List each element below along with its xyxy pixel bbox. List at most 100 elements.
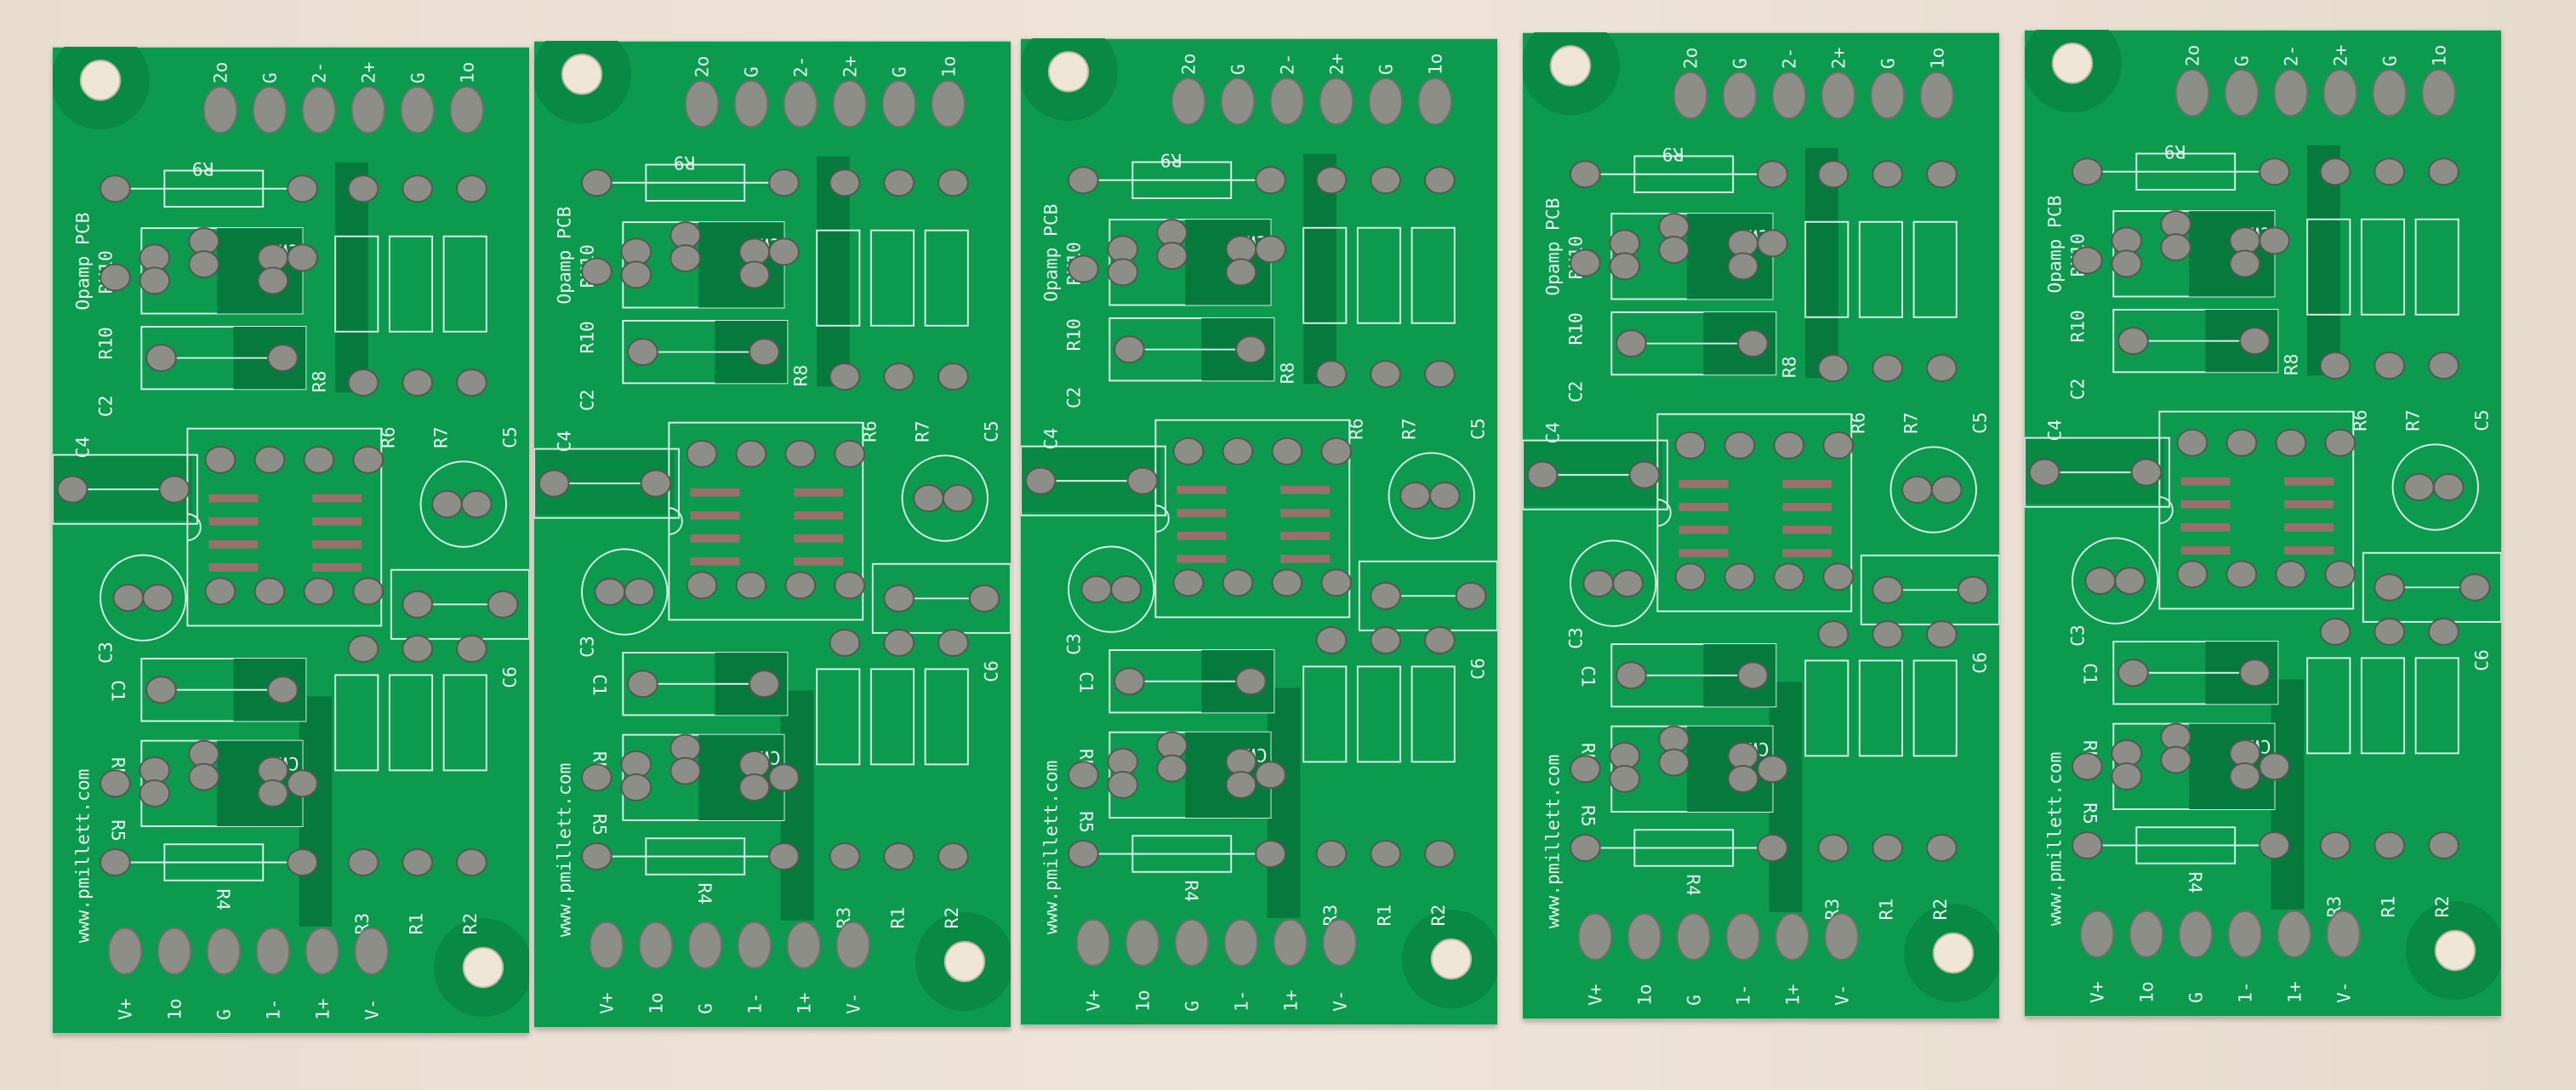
silk-label: C5: [1970, 412, 1992, 434]
solder-pad: [1271, 437, 1303, 465]
silk-label: R1: [406, 913, 427, 935]
smd-pad: [690, 511, 740, 520]
silk-label: R4: [212, 888, 233, 910]
mounting-hole: [462, 946, 504, 989]
solder-pad: [1674, 431, 1707, 459]
solder-pad: [347, 368, 379, 397]
solder-pad: [686, 439, 718, 468]
silk-label: R1: [887, 907, 909, 929]
header-pin: [1676, 912, 1712, 961]
solder-pad: [2428, 831, 2459, 859]
solder-pad: [829, 362, 861, 391]
silk-label: R7: [430, 426, 452, 448]
header-pin: [1220, 77, 1256, 126]
pin-label: 2-: [2282, 45, 2303, 67]
solder-pad: [1817, 354, 1849, 383]
solder-pad: [100, 263, 131, 292]
solder-pad: [456, 368, 487, 397]
solder-pad: [100, 769, 131, 798]
solder-pad: [1235, 667, 1267, 696]
solder-pad: [784, 439, 817, 468]
silk-label: R2: [1428, 905, 1450, 927]
solder-pad: [1582, 569, 1615, 597]
smd-pad: [1280, 485, 1331, 494]
solder-pad: [1724, 431, 1756, 459]
smd-pad: [312, 540, 362, 549]
smd-pad: [208, 563, 259, 572]
solder-pad: [1455, 581, 1487, 610]
mounting-hole: [1047, 51, 1090, 93]
silk-label: C1: [1075, 671, 1097, 693]
solder-pad: [402, 635, 434, 663]
pin-label: 1o: [1425, 54, 1446, 76]
pin-label: G: [407, 72, 429, 83]
header-pin: [1870, 71, 1905, 120]
solder-pad: [1724, 562, 1756, 591]
silk-label: C3: [96, 642, 117, 664]
header-pin: [786, 921, 821, 969]
header-pin: [1821, 71, 1856, 120]
silk-label: C6: [1468, 658, 1490, 680]
opamp-footprint: [186, 427, 383, 627]
solder-pad: [2072, 752, 2103, 781]
solder-pad: [784, 571, 817, 600]
solder-pad: [456, 174, 487, 203]
header-pin: [835, 921, 870, 969]
solder-pad: [2428, 157, 2459, 186]
solder-pad: [287, 769, 318, 798]
solder-pad: [1370, 626, 1402, 654]
solder-pad: [257, 266, 289, 295]
solder-pad: [1674, 562, 1707, 591]
silk-label: C1: [1577, 665, 1599, 688]
header-pin: [350, 86, 386, 134]
solder-pad: [2428, 618, 2459, 646]
solder-pad: [402, 368, 434, 397]
solder-pad: [1609, 252, 1641, 281]
solder-pad: [883, 168, 915, 197]
silk-label: R7: [912, 420, 933, 442]
smd-pad: [1782, 526, 1832, 534]
silk-website: www.pmillett.com: [554, 763, 575, 938]
silk-label: C2: [1064, 387, 1086, 409]
solder-pad: [1255, 761, 1286, 790]
solder-pad: [738, 773, 771, 802]
solder-pad: [2259, 831, 2290, 859]
solder-pad: [2374, 157, 2406, 186]
smd-pad: [1280, 508, 1331, 517]
silk-label: C5: [2472, 409, 2493, 431]
pin-label: 2-: [310, 62, 331, 84]
header-pin: [1322, 918, 1357, 967]
header-pin: [931, 80, 966, 128]
smd-pad: [690, 557, 740, 566]
solder-pad: [2259, 752, 2290, 781]
solder-pad: [1428, 482, 1461, 510]
silk-label: R4: [2184, 871, 2205, 893]
header-pin: [832, 80, 868, 128]
pin-label: V-: [843, 992, 864, 1014]
solder-pad: [1773, 562, 1805, 591]
silk-label: R4: [1682, 874, 1703, 896]
solder-pad: [2117, 327, 2149, 356]
solder-pad: [686, 571, 718, 600]
solder-pad: [267, 676, 299, 705]
solder-pad: [1612, 569, 1644, 597]
pin-label: 1o: [938, 56, 960, 78]
pin-label: 1o: [647, 992, 668, 1014]
mounting-hole: [1932, 932, 1975, 974]
pin-label: V-: [1832, 984, 1853, 1006]
pin-label: 1+: [312, 998, 333, 1020]
solder-pad: [883, 584, 915, 613]
solder-pad: [1901, 476, 1933, 504]
solder-pad: [254, 445, 286, 474]
smd-pad: [312, 563, 362, 572]
solder-pad: [2176, 428, 2208, 457]
solder-pad: [1424, 166, 1456, 195]
solder-pad: [145, 344, 177, 373]
header-pin: [2322, 69, 2358, 117]
silk-label: R5: [2079, 802, 2100, 825]
smd-pad: [2284, 546, 2334, 555]
pin-label: G: [2379, 55, 2401, 66]
solder-pad: [257, 779, 289, 808]
pin-label: G: [2232, 55, 2254, 66]
